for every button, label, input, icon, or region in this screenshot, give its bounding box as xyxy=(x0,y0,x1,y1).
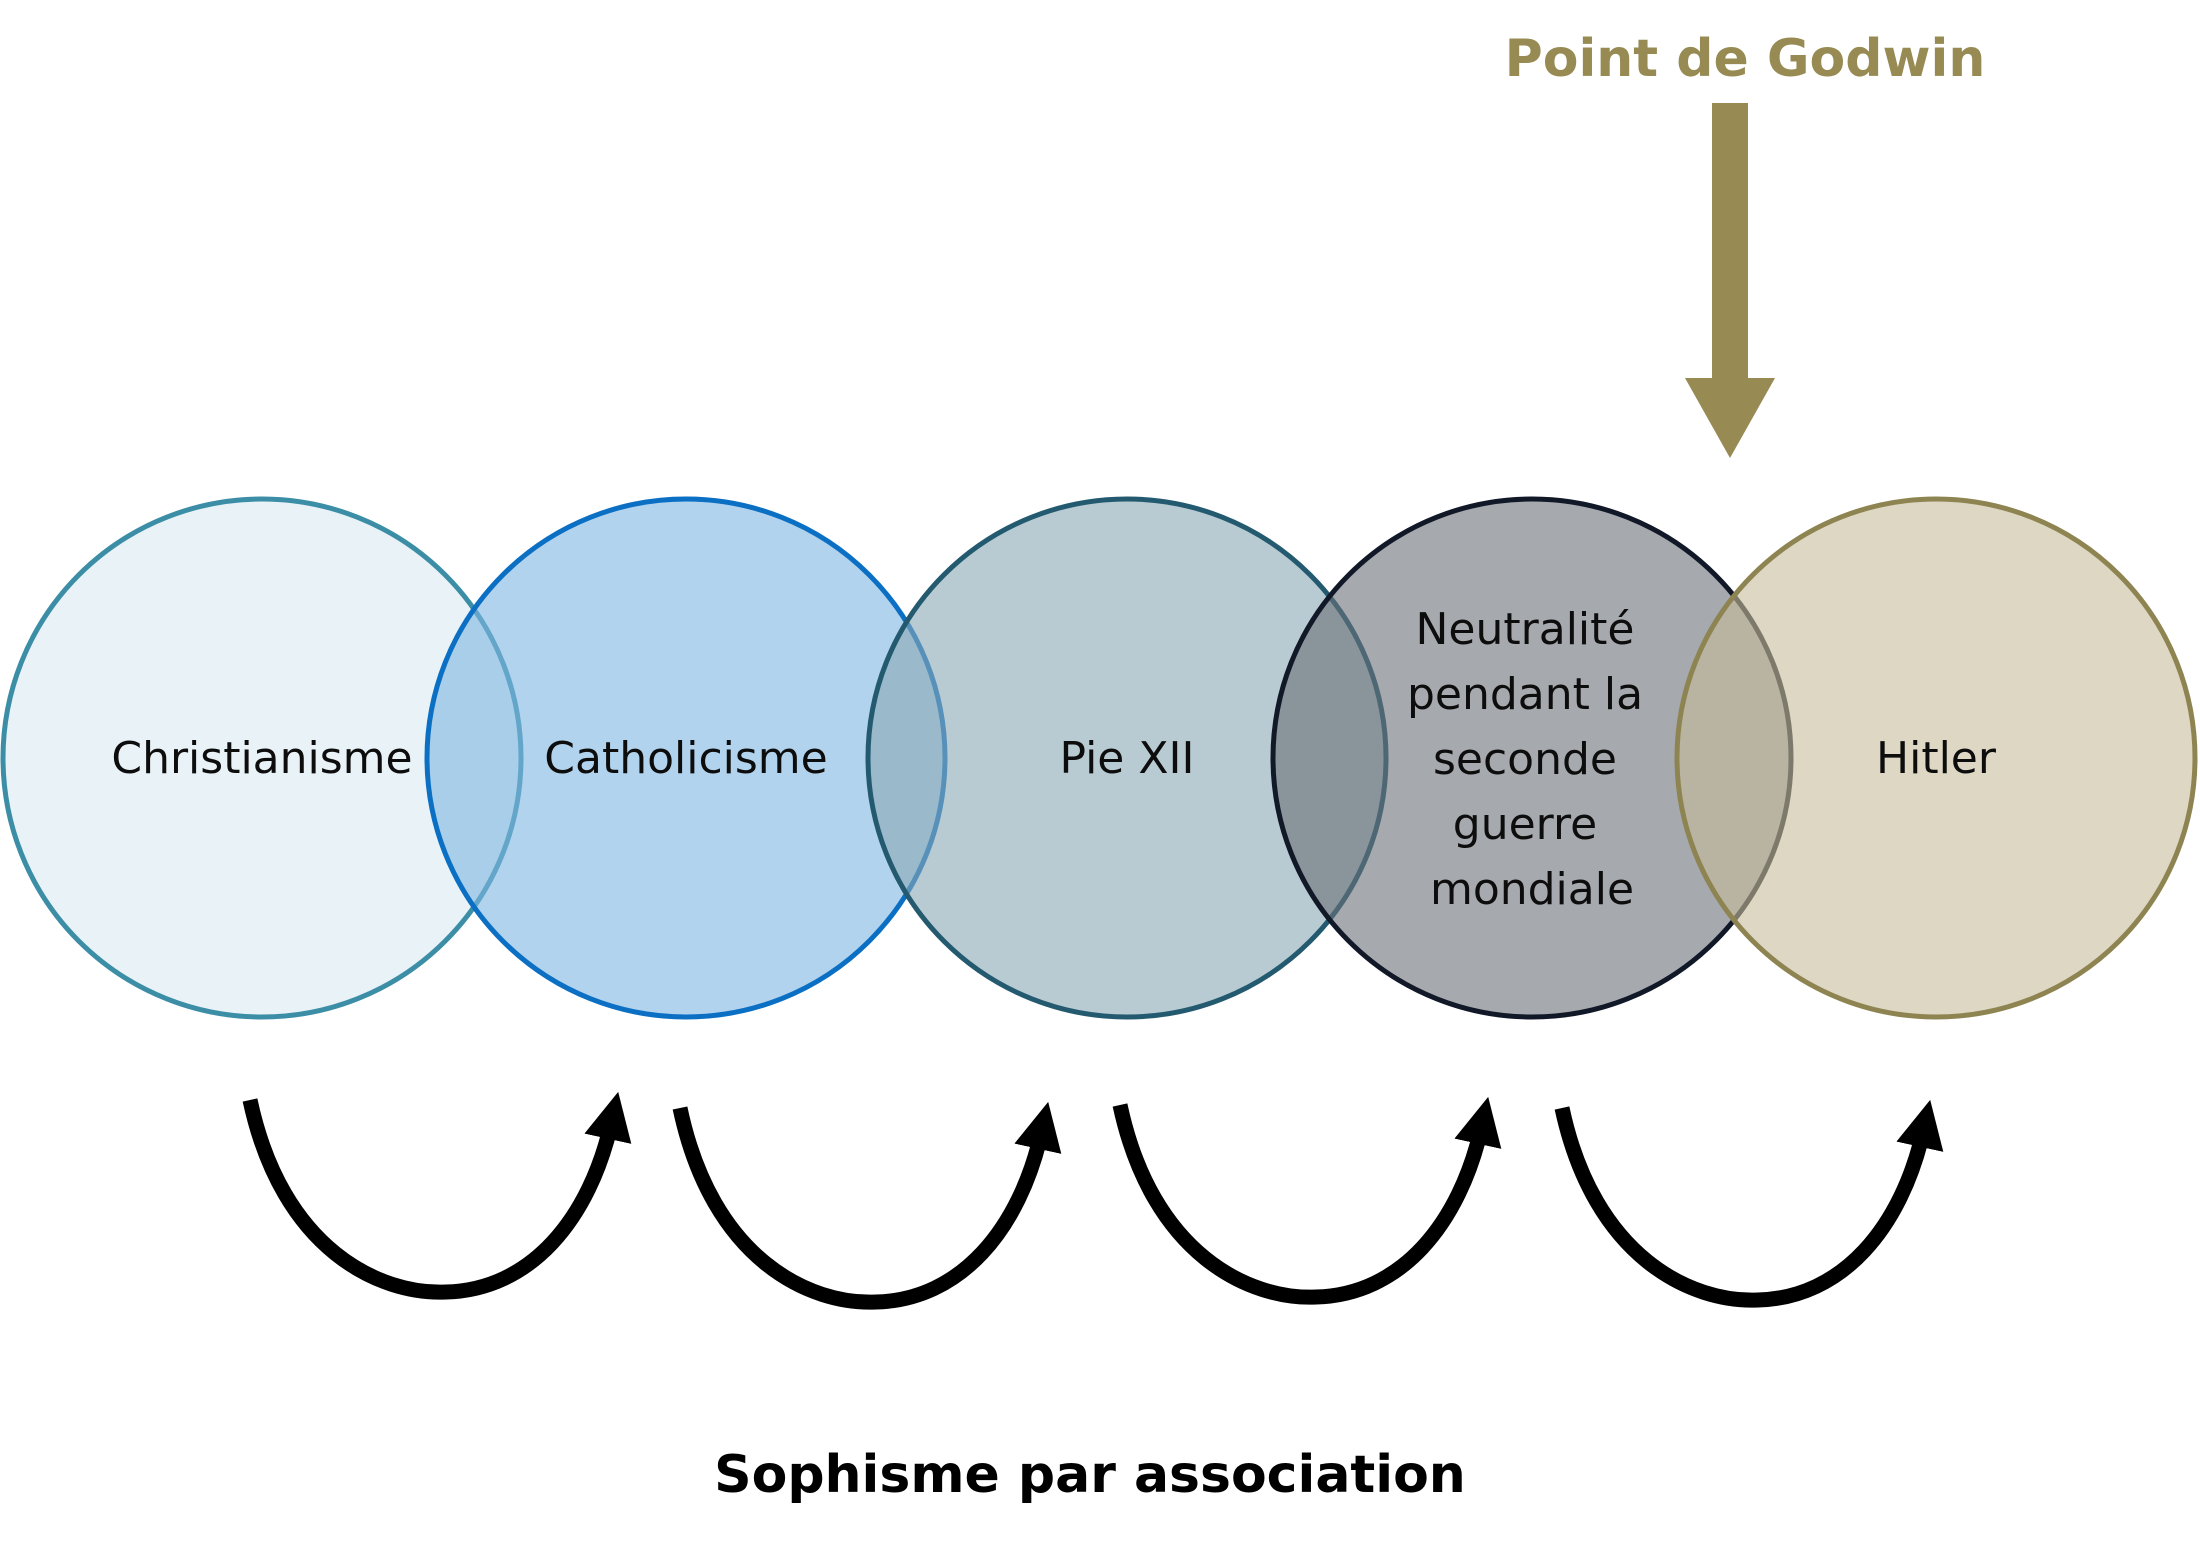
association-arrow-4 xyxy=(1554,1099,1944,1308)
label-christianisme: Christianisme xyxy=(111,733,412,784)
godwin-arrow-head xyxy=(1685,378,1775,458)
association-arrow-2 xyxy=(672,1101,1062,1310)
arrows-layer xyxy=(242,1091,1944,1310)
godwin-arrow-shaft xyxy=(1712,103,1748,381)
godwin-indicator: Point de Godwin xyxy=(1505,29,1986,458)
circles-layer xyxy=(0,496,2198,1020)
label-pie-xii: Pie XII xyxy=(1060,733,1195,784)
godwin-label: Point de Godwin xyxy=(1505,29,1986,89)
label-hitler: Hitler xyxy=(1876,733,1997,784)
association-arrow-3 xyxy=(1112,1096,1502,1305)
circle-hitler xyxy=(1674,496,2198,1020)
labels-layer: Christianisme Catholicisme Pie XII Neutr… xyxy=(111,604,1997,915)
label-catholicisme: Catholicisme xyxy=(544,733,827,784)
association-arrow-1 xyxy=(242,1091,632,1300)
label-neutralite: Neutralité pendant la seconde guerre mon… xyxy=(1407,604,1657,915)
diagram-caption: Sophisme par association xyxy=(714,1445,1466,1505)
